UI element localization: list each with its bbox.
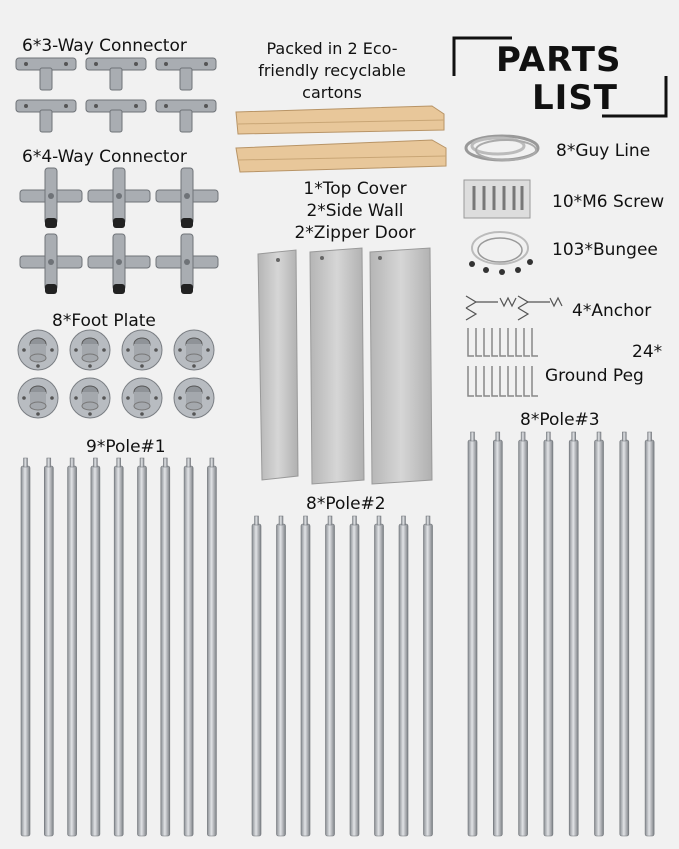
parts-list-title: PARTS LIST	[452, 36, 668, 118]
cover-label-line-3: 2*Zipper Door	[294, 223, 416, 243]
pole-3-icon	[543, 439, 554, 837]
pole-1-icon	[137, 465, 147, 837]
guy-line-label: 8*Guy Line	[556, 141, 651, 161]
pole-2-icon-tip	[303, 515, 308, 526]
pole-3-icon-tip	[470, 431, 475, 442]
cover-label-line-1: 1*Top Cover	[303, 179, 407, 199]
pole-3-icon	[492, 439, 503, 837]
title-line-1: PARTS	[496, 40, 622, 80]
pole-3-icon	[594, 439, 604, 837]
pole-1-icon-tip	[93, 457, 98, 468]
pole-2-icon	[251, 523, 262, 837]
pole-2-icon-tip	[254, 515, 259, 526]
three-way-connector-label: 6*3-Way Connector	[22, 36, 187, 56]
bungee-label: 103*Bungee	[552, 240, 658, 260]
pole-1-icon	[207, 465, 217, 837]
pole-3-icon	[467, 439, 478, 837]
pole-3-group	[467, 431, 655, 837]
pole-1-icon-tip	[116, 457, 121, 468]
pole-2-group	[251, 515, 433, 837]
pole-3-icon-tip	[596, 431, 602, 442]
guy-line-icon	[464, 134, 540, 162]
carton-bottom	[235, 139, 447, 173]
pole-3-icon-tip	[546, 431, 551, 442]
title-frame	[452, 36, 668, 118]
pole-1-icon	[20, 465, 31, 837]
pole-2-label: 8*Pole#2	[306, 494, 386, 514]
pole-2-icon-tip	[352, 515, 357, 526]
pole-1-icon-tip	[69, 457, 75, 468]
pole-2-icon	[349, 523, 360, 837]
pole-1-icon-tip	[186, 457, 191, 468]
pole-2-icon-tip	[425, 515, 431, 526]
carton-group	[235, 105, 447, 173]
screw-icon	[463, 179, 531, 219]
zipper-door-icon	[369, 247, 433, 485]
packing-note-line-1: Packed in 2 Eco-	[266, 39, 398, 58]
pole-3-label: 8*Pole#3	[520, 410, 600, 430]
pole-1-icon	[183, 465, 194, 837]
title-line-2: LIST	[532, 78, 618, 118]
pole-1-icon	[113, 465, 124, 837]
pole-1-label: 9*Pole#1	[86, 437, 166, 457]
packing-note: Packed in 2 Eco- friendly recyclable car…	[232, 38, 432, 104]
pole-2-icon-tip	[401, 515, 406, 526]
bungee-icon	[469, 231, 533, 275]
ground-peg-label: Ground Peg	[545, 366, 644, 386]
pole-3-icon	[619, 439, 630, 837]
pole-3-icon-tip	[647, 431, 652, 442]
screw-label: 10*M6 Screw	[552, 192, 665, 212]
pole-1-icon	[160, 465, 171, 837]
pole-2-icon	[374, 523, 384, 837]
pole-1-icon-tip	[46, 457, 52, 468]
pole-2-icon	[423, 523, 433, 837]
pole-1-icon-tip	[23, 457, 28, 468]
pole-3-icon-tip	[520, 431, 526, 442]
pole-1-icon	[90, 465, 101, 837]
pole-3-icon-tip	[571, 431, 576, 442]
foot-plate-label: 8*Foot Plate	[52, 311, 156, 331]
side-wall-icon	[309, 247, 365, 485]
pole-2-icon	[276, 523, 286, 837]
pole-1-icon-tip	[139, 457, 145, 468]
pole-3-icon	[568, 439, 579, 837]
carton-top	[235, 105, 445, 135]
pole-3-icon	[518, 439, 528, 837]
pole-1-icon	[67, 465, 77, 837]
pole-3-icon-tip	[495, 431, 501, 442]
ground-peg-count: 24*	[632, 342, 663, 362]
pole-2-icon	[300, 523, 311, 837]
cover-label-line-2: 2*Side Wall	[306, 201, 404, 221]
ground-peg-icon	[467, 328, 538, 397]
anchor-label: 4*Anchor	[572, 301, 652, 321]
pole-2-icon	[325, 523, 335, 837]
pole-2-icon-tip	[278, 515, 284, 526]
fabric-group	[257, 247, 433, 485]
pole-2-icon-tip	[327, 515, 333, 526]
pole-1-icon	[43, 465, 54, 837]
pole-3-icon-tip	[622, 431, 627, 442]
anchor-icon	[465, 295, 563, 321]
pole-2-icon-tip	[376, 515, 382, 526]
top-cover-icon	[257, 249, 299, 481]
pole-2-icon	[398, 523, 409, 837]
pole-1-icon-tip	[163, 457, 168, 468]
cover-label: 1*Top Cover 2*Side Wall 2*Zipper Door	[255, 178, 455, 244]
pole-1-group	[20, 457, 217, 837]
packing-note-line-2: friendly recyclable	[258, 61, 406, 80]
pole-1-icon-tip	[209, 457, 215, 468]
four-way-connector-label: 6*4-Way Connector	[22, 147, 187, 167]
pole-3-icon	[644, 439, 655, 837]
packing-note-line-3: cartons	[302, 83, 362, 102]
